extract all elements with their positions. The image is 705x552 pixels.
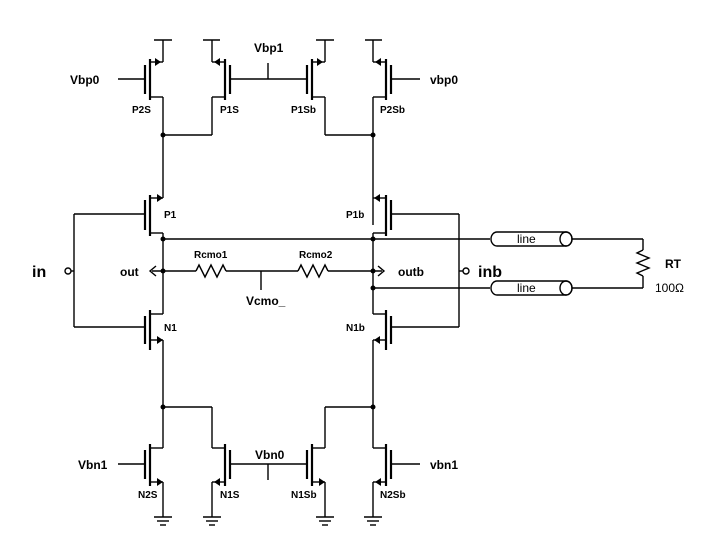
transistor-n1sb <box>305 407 326 517</box>
label-vbp1: Vbp1 <box>254 41 284 55</box>
label-in: in <box>32 264 46 281</box>
label-n1b: N1b <box>346 323 365 334</box>
label-inb: inb <box>478 264 502 281</box>
ground-icon <box>154 516 172 526</box>
label-vbn0: Vbn0 <box>255 448 285 462</box>
transistor-n1 <box>74 310 164 407</box>
label-rcmo1: Rcmo1 <box>194 250 228 261</box>
label-p1sb: P1Sb <box>291 105 316 116</box>
label-vcmo: Vcmo_ <box>246 294 286 308</box>
label-line-bottom: line <box>517 281 536 295</box>
label-rcmo2: Rcmo2 <box>299 250 333 261</box>
label-rt: RT <box>665 257 682 271</box>
input-node-in <box>64 267 72 275</box>
transistor-p2sb <box>365 39 420 225</box>
label-n1s: N1S <box>220 490 240 501</box>
label-vbn1-left: Vbn1 <box>78 458 108 472</box>
resistor-rcmo1 <box>195 263 227 279</box>
transistor-n1b <box>372 310 459 407</box>
transistor-p1sb <box>305 39 334 135</box>
transistor-p1s <box>203 39 232 135</box>
label-p2s: P2S <box>132 105 151 116</box>
input-node-inb <box>462 267 470 275</box>
ground-icon <box>203 516 221 526</box>
label-p1: P1 <box>164 210 177 221</box>
label-rt-value: 100Ω <box>655 281 684 295</box>
transistor-p1b <box>372 194 459 314</box>
label-out: out <box>120 265 139 279</box>
out-arrow-icon <box>148 265 157 277</box>
transistor-p1 <box>74 135 164 314</box>
label-n2sb: N2Sb <box>380 490 406 501</box>
ground-icon <box>364 516 382 526</box>
transistor-n2sb <box>372 407 420 517</box>
label-p2sb: P2Sb <box>380 105 405 116</box>
label-n2s: N2S <box>138 490 158 501</box>
outb-arrow-icon <box>377 265 386 277</box>
ground-icon <box>316 516 334 526</box>
label-vbn1-right: vbn1 <box>430 458 458 472</box>
label-outb: outb <box>398 265 424 279</box>
resistor-rcmo2 <box>297 263 329 279</box>
termination-resistor-rt <box>635 249 651 277</box>
label-n1sb: N1Sb <box>291 490 317 501</box>
label-p1b: P1b <box>346 210 364 221</box>
label-vbp0-left: Vbp0 <box>70 73 100 87</box>
label-p1s: P1S <box>220 105 239 116</box>
label-vbp0-right: vbp0 <box>430 73 458 87</box>
label-line-top: line <box>517 232 536 246</box>
transistor-n2s <box>118 407 164 517</box>
label-n1: N1 <box>164 323 177 334</box>
transistor-p2s <box>118 39 172 135</box>
